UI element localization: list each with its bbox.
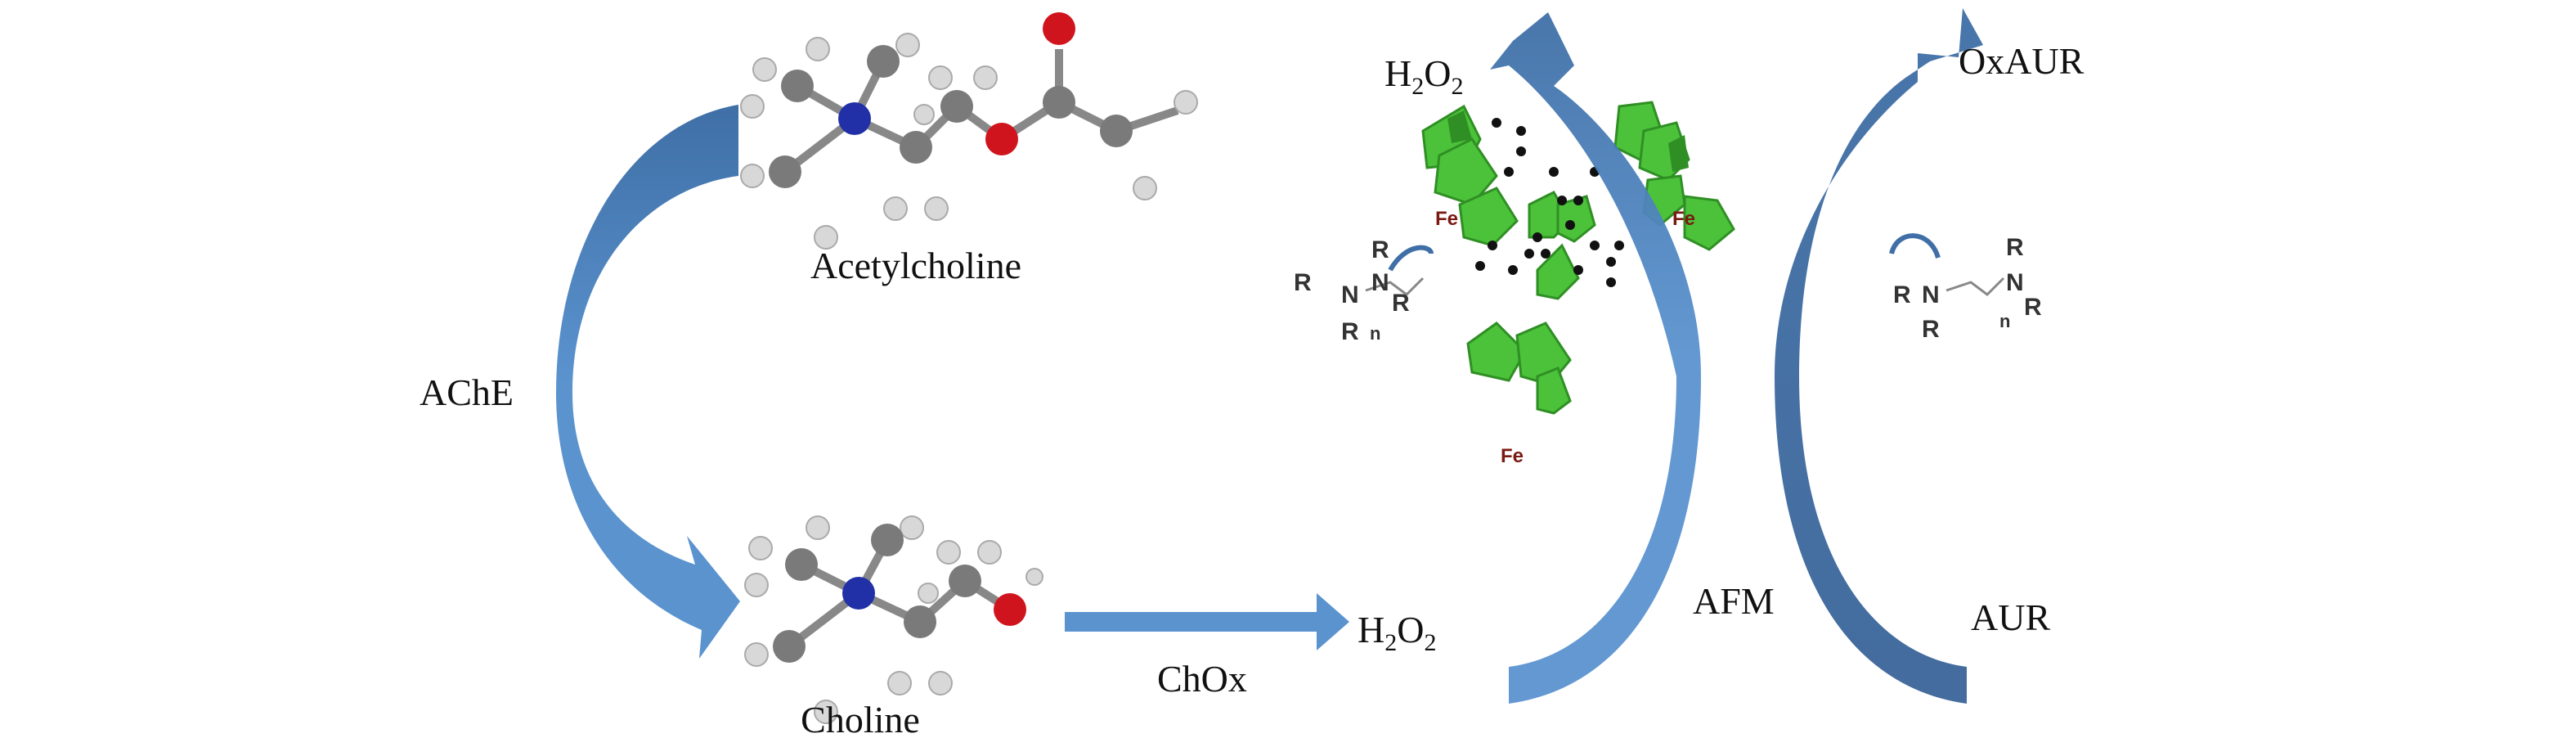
chox-arrow: [1065, 593, 1349, 650]
r-label: R: [1922, 316, 1940, 343]
r-label: R: [1392, 290, 1410, 317]
r-label: R: [1893, 281, 1911, 308]
r-label: R: [2006, 234, 2024, 261]
acetylcholine-label: Acetylcholine: [810, 245, 1021, 286]
binding-arrow: [1889, 233, 1941, 259]
h2o2-product-label: H2O2: [1358, 609, 1436, 656]
n-label: N: [1922, 281, 1940, 308]
right-polyamine-chain: R N R n N R R: [1889, 233, 2042, 343]
binding-arrow: [1388, 245, 1434, 272]
n-label: N: [1371, 269, 1389, 296]
n-label: N: [1341, 281, 1359, 308]
r-label: R: [2024, 294, 2042, 321]
acetylcholine-molecule: [740, 12, 1198, 250]
repeat-n-label: n: [1999, 311, 2010, 331]
left-polyamine-chain: R N R n N R R: [1294, 236, 1434, 345]
aur-label: AUR: [1971, 596, 2050, 638]
aur-oxidation-arrow: [1775, 8, 1983, 704]
afm-label: AFM: [1693, 580, 1775, 622]
choline-molecule: [744, 515, 1043, 724]
oxaur-label: OxAUR: [1959, 40, 2085, 82]
fe-label-bottom: Fe: [1501, 445, 1524, 467]
choline-label: Choline: [801, 699, 920, 740]
repeat-n-label: n: [1370, 323, 1380, 344]
chox-label: ChOx: [1157, 658, 1247, 700]
r-label: R: [1341, 318, 1359, 345]
h2o2-top-label: H2O2: [1384, 52, 1463, 100]
fe-label-left: Fe: [1435, 208, 1458, 230]
ache-label: AChE: [420, 371, 514, 413]
r-label: R: [1294, 269, 1312, 296]
n-label: N: [2006, 269, 2024, 296]
h2o2-consumption-arrow: [1490, 12, 1701, 704]
afm-fe-complex: Fe Fe Fe: [1421, 101, 1735, 467]
ache-curved-arrow: [556, 105, 740, 659]
fe-label-right: Fe: [1672, 208, 1695, 230]
r-label: R: [1371, 236, 1389, 263]
